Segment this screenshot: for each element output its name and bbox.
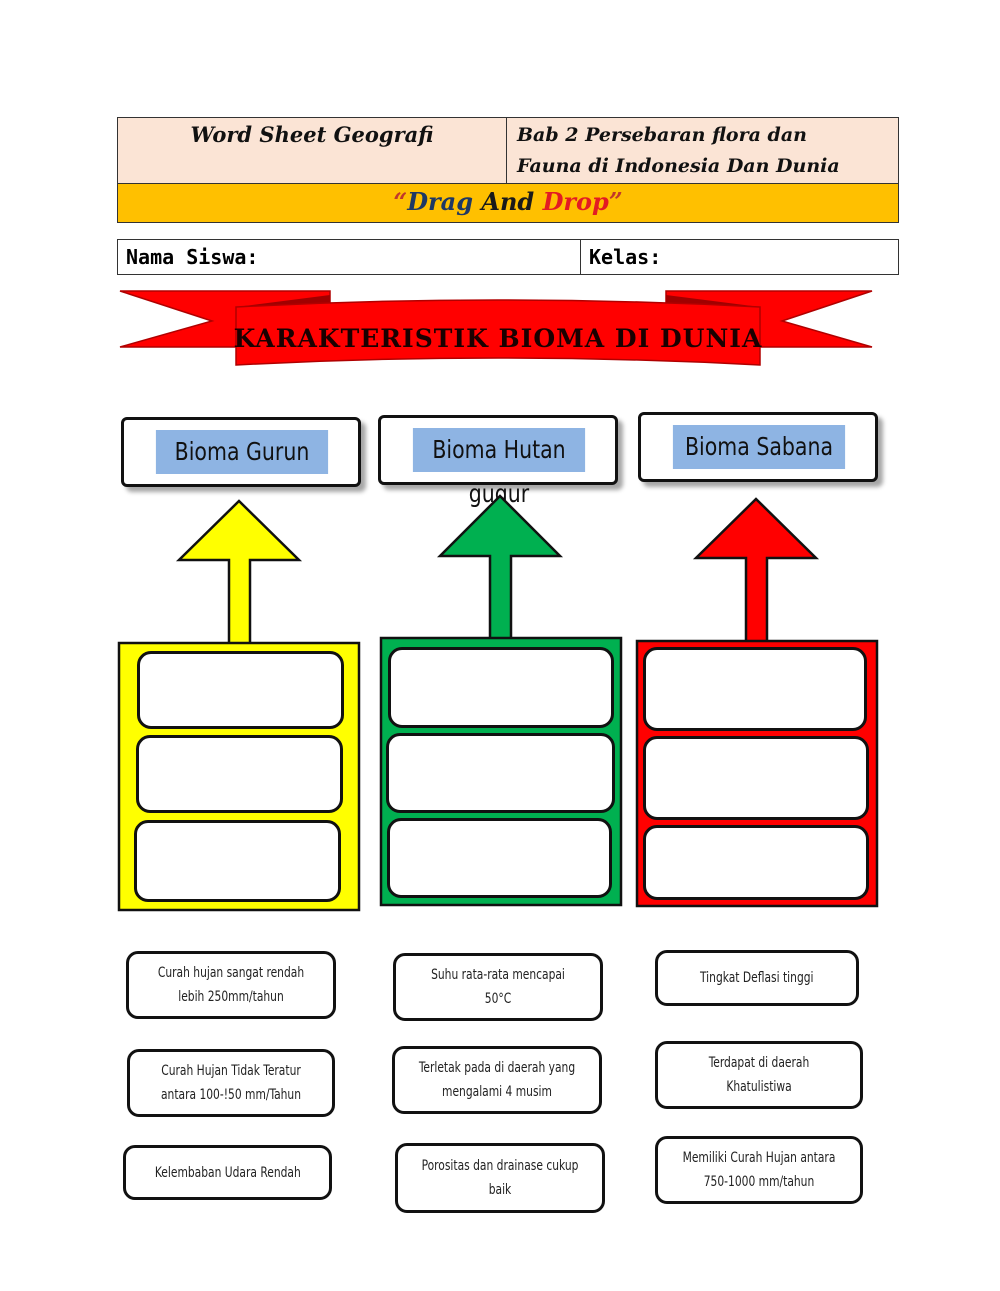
drag-card[interactable]: Suhu rata-rata mencapai 50°C (393, 953, 603, 1021)
drag-card-text: Tingkat Deflasi tinggi (700, 970, 814, 986)
drag-card-text: Kelembaban Udara Rendah (154, 1164, 301, 1181)
drop-slot-sabana-3[interactable] (643, 825, 869, 900)
drop-slot-hutan-gugur-2[interactable] (386, 733, 615, 813)
drag-card[interactable]: Curah hujan sangat rendah lebih 250mm/ta… (126, 951, 336, 1019)
drag-card[interactable]: Tingkat Deflasi tinggi (655, 950, 859, 1006)
arrow-up-icon-gurun (175, 499, 303, 647)
student-name-field[interactable]: Nama Siswa: (117, 239, 581, 275)
biome-box-hutan-gugur: Bioma Hutan gugur (378, 415, 618, 508)
student-class-field[interactable]: Kelas: (580, 239, 899, 275)
chapter-title-line1: Bab 2 Persebaran flora dan (517, 124, 807, 146)
arrow-up-icon-hutan-gugur (436, 494, 564, 644)
drop-slot-hutan-gugur-1[interactable] (388, 647, 614, 728)
drag-card[interactable]: Terletak pada di daerah yang mengalami 4… (392, 1046, 602, 1114)
drag-card-text: Porositas dan drainase cukup baik (421, 1158, 579, 1198)
drop-slot-gurun-3[interactable] (134, 820, 341, 902)
drop-word: Drop (542, 187, 609, 216)
chapter-title-line2: Fauna di Indonesia Dan Dunia (517, 155, 840, 177)
drag-card[interactable]: Kelembaban Udara Rendah (123, 1145, 332, 1200)
drop-slot-gurun-1[interactable] (137, 651, 344, 729)
biome-label-sabana: Bioma Sabana (672, 425, 846, 469)
drag-word: Drag (407, 187, 473, 216)
title-banner: KARAKTERISTIK BIOMA DI DUNIA (119, 290, 873, 366)
student-class-label: Kelas: (589, 245, 662, 269)
open-quote: “ (393, 187, 408, 216)
drag-card[interactable]: Terdapat di daerah Khatulistiwa (655, 1041, 863, 1109)
drop-slot-sabana-2[interactable] (643, 736, 869, 820)
activity-type-bar: “Drag And Drop” (117, 183, 899, 223)
drag-card[interactable]: Porositas dan drainase cukup baik (395, 1143, 605, 1213)
worksheet-title: Word Sheet Geografi (117, 117, 507, 184)
biome-box-sabana: Bioma Sabana (638, 412, 878, 482)
worksheet-title-text: Word Sheet Geografi (190, 122, 434, 147)
banner-main (235, 299, 761, 366)
drop-slot-sabana-1[interactable] (643, 647, 867, 731)
student-name-label: Nama Siswa: (126, 245, 259, 269)
biome-label-gurun: Bioma Gurun (155, 430, 329, 474)
drag-card-text: Suhu rata-rata mencapai 50°C (431, 967, 565, 1007)
biome-label-hutan-gugur: Bioma Hutan gugur (412, 428, 586, 508)
drag-card-text: Terdapat di daerah Khatulistiwa (708, 1055, 810, 1095)
drag-card[interactable]: Memiliki Curah Hujan antara 750-1000 mm/… (655, 1136, 863, 1204)
arrow-up-icon-sabana (692, 497, 820, 645)
drag-card-text: Curah hujan sangat rendah lebih 250mm/ta… (157, 965, 305, 1005)
biome-box-gurun: Bioma Gurun (121, 417, 361, 487)
and-word: And (481, 187, 535, 216)
drop-slot-gurun-2[interactable] (136, 735, 343, 813)
drag-card[interactable]: Curah Hujan Tidak Teratur antara 100-!50… (127, 1049, 335, 1117)
drag-card-text: Memiliki Curah Hujan antara 750-1000 mm/… (682, 1150, 836, 1190)
drag-card-text: Curah Hujan Tidak Teratur antara 100-!50… (160, 1063, 302, 1103)
banner-title: KARAKTERISTIK BIOMA DI DUNIA (234, 324, 763, 353)
drop-slot-hutan-gugur-3[interactable] (387, 818, 612, 898)
close-quote: ” (608, 187, 623, 216)
drag-card-text: Terletak pada di daerah yang mengalami 4… (418, 1060, 576, 1100)
